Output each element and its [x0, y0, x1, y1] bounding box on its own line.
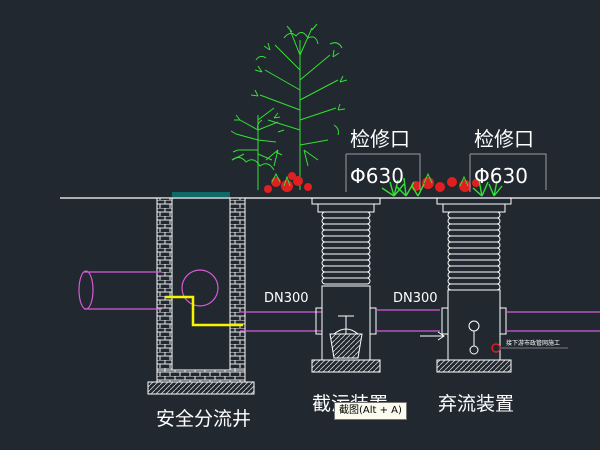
access-port-size-2: Φ630: [474, 164, 528, 188]
access-port-label-2: 检修口 Φ630: [469, 127, 547, 192]
screenshot-tooltip: 截图(Alt + A): [334, 402, 407, 420]
well-right-wall: [229, 197, 246, 371]
access-port-title-1: 检修口: [350, 127, 410, 151]
flow-arrow: [420, 331, 445, 341]
tall-tree: [250, 23, 348, 190]
diversion-weir: [165, 295, 243, 327]
first-flush-discard-device: [436, 197, 512, 373]
label-discard-device: 弃流装置: [438, 393, 514, 415]
corrugated-riser-2: [447, 211, 501, 291]
inlet-pipe-end: [78, 270, 94, 310]
downstream-note: 接下游市政管网施工: [506, 339, 560, 347]
access-port-title-2: 检修口: [474, 127, 534, 151]
green-grass: [381, 177, 503, 197]
well-base: [147, 381, 255, 395]
interception-device: [311, 197, 381, 373]
small-tree: [230, 107, 285, 190]
pipe-label-dn300-2: DN300: [393, 291, 438, 306]
well-cover: [172, 192, 230, 197]
overflow-pipe-opening: [181, 269, 219, 307]
well-floor: [156, 369, 246, 383]
filter-basket: [329, 333, 363, 359]
access-port-label-1: 检修口 Φ630: [345, 127, 421, 192]
access-port-size-1: Φ630: [350, 164, 404, 188]
label-safety-well: 安全分流井: [156, 408, 251, 430]
corrugated-riser-1: [321, 211, 371, 285]
safety-diversion-well: [78, 192, 322, 395]
float-valve: [468, 320, 480, 332]
well-left-wall: [156, 197, 173, 371]
outlet-marker: [491, 343, 501, 353]
pipe-label-dn300-1: DN300: [264, 291, 309, 306]
